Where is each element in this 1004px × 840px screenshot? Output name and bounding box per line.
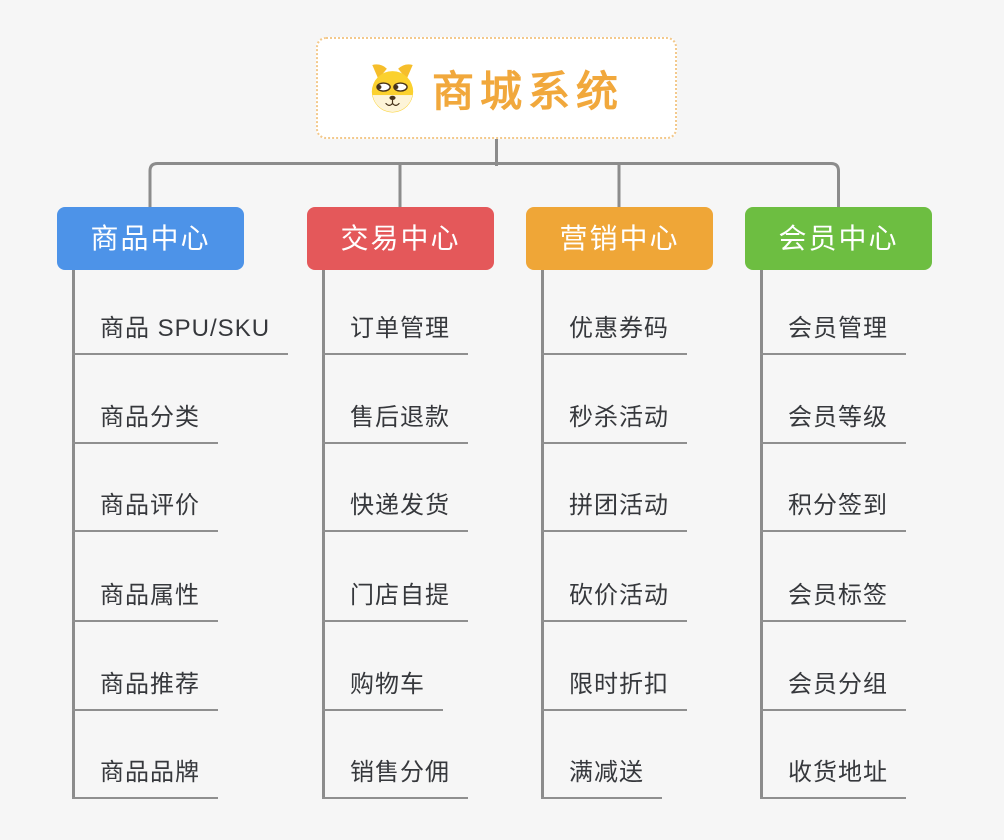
leaf-node[interactable]: 商品分类 bbox=[72, 402, 218, 444]
leaf-node[interactable]: 订单管理 bbox=[322, 313, 468, 355]
branch-header-member-center[interactable]: 会员中心 bbox=[745, 207, 932, 270]
root-title: 商城系统 bbox=[431, 67, 624, 115]
leaf-node[interactable]: 售后退款 bbox=[322, 402, 468, 444]
leaf-node[interactable]: 积分签到 bbox=[760, 490, 906, 532]
leaf-node[interactable]: 拼团活动 bbox=[541, 490, 687, 532]
leaf-node[interactable]: 购物车 bbox=[322, 669, 443, 711]
dog-face-icon bbox=[371, 64, 414, 113]
branch-rail-connector bbox=[148, 162, 840, 208]
leaf-node[interactable]: 收货地址 bbox=[760, 757, 906, 799]
leaf-node[interactable]: 商品品牌 bbox=[72, 757, 218, 799]
branch-header-product-center[interactable]: 商品中心 bbox=[57, 207, 244, 270]
leaf-node[interactable]: 商品评价 bbox=[72, 490, 218, 532]
leaf-node[interactable]: 限时折扣 bbox=[541, 669, 687, 711]
leaf-node[interactable]: 会员等级 bbox=[760, 402, 906, 444]
branch-header-trade-center[interactable]: 交易中心 bbox=[307, 207, 494, 270]
leaf-node[interactable]: 商品 SPU/SKU bbox=[72, 313, 289, 355]
leaf-node[interactable]: 门店自提 bbox=[322, 580, 468, 622]
leaf-node[interactable]: 商品推荐 bbox=[72, 669, 218, 711]
leaf-node[interactable]: 销售分佣 bbox=[322, 757, 468, 799]
leaf-node[interactable]: 优惠券码 bbox=[541, 313, 687, 355]
leaf-node[interactable]: 快递发货 bbox=[322, 490, 468, 532]
leaf-node[interactable]: 会员管理 bbox=[760, 313, 906, 355]
leaf-node[interactable]: 秒杀活动 bbox=[541, 402, 687, 444]
leaf-node[interactable]: 会员标签 bbox=[760, 580, 906, 622]
leaf-node[interactable]: 砍价活动 bbox=[541, 580, 687, 622]
branch-header-marketing-center[interactable]: 营销中心 bbox=[526, 207, 713, 270]
root-node[interactable]: 商城系统 bbox=[316, 37, 677, 139]
leaf-node[interactable]: 商品属性 bbox=[72, 580, 218, 622]
leaf-node[interactable]: 满减送 bbox=[541, 757, 662, 799]
leaf-node[interactable]: 会员分组 bbox=[760, 669, 906, 711]
